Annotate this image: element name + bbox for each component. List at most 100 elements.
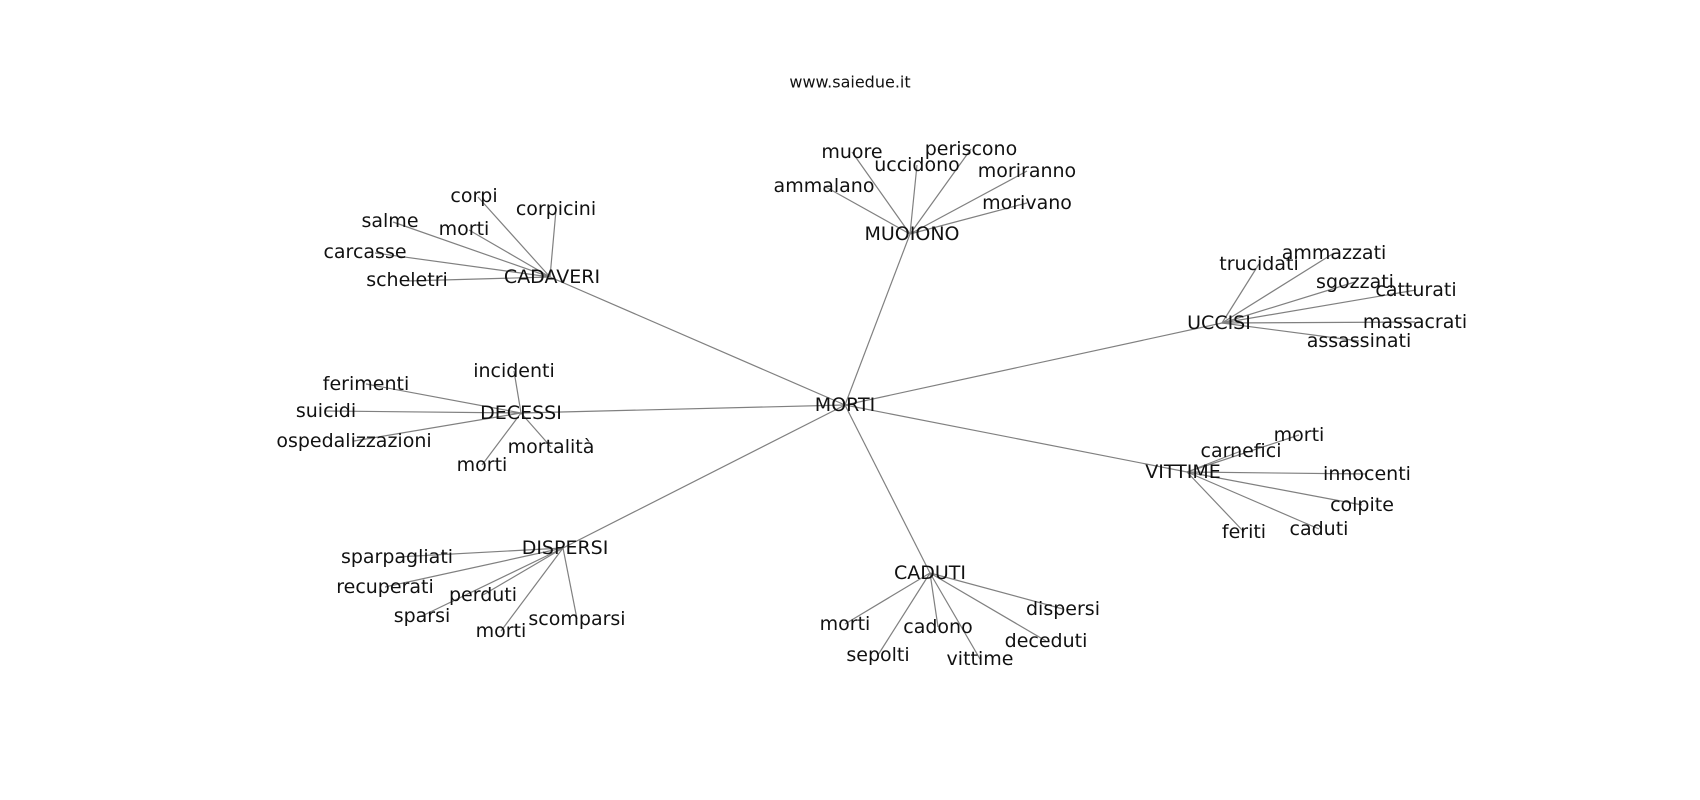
edge-cadaveri-scheletri <box>406 276 551 282</box>
edge-uccisi-sgozzati <box>1221 281 1356 324</box>
center-node-morti: MORTI <box>815 394 875 416</box>
leaf-node-dispersi-sparsi: sparsi <box>394 605 451 627</box>
leaf-node-cadaveri-salme: salme <box>361 210 418 232</box>
leaf-node-caduti-cadono: cadono <box>903 616 972 638</box>
edge-vittime-innocenti <box>1186 471 1368 475</box>
edge-center-cadaveri <box>549 276 846 406</box>
edge-dispersi-sparsi <box>421 547 564 617</box>
leaf-node-caduti-deceduti: deceduti <box>1005 630 1088 652</box>
edge-uccisi-assassinati <box>1221 322 1360 342</box>
edge-muoiono-muore <box>851 151 911 235</box>
leaf-node-caduti-morti: morti <box>820 613 871 635</box>
edge-cadaveri-morti <box>468 229 551 278</box>
edge-vittime-feriti <box>1186 471 1245 533</box>
leaf-node-cadaveri-scheletri: scheletri <box>366 269 448 291</box>
leaf-node-muoiono-uccidono: uccidono <box>874 154 960 176</box>
edge-muoiono-periscono <box>909 148 972 235</box>
edge-muoiono-uccidono <box>909 164 918 235</box>
edge-cadaveri-corpi <box>477 196 551 278</box>
leaf-node-vittime-feriti: feriti <box>1222 521 1266 543</box>
leaf-node-vittime-carnefici: carnefici <box>1201 440 1282 462</box>
edge-vittime-morti <box>1186 434 1300 473</box>
edge-decessi-morti <box>481 412 522 466</box>
edge-dispersi-scomparsi <box>562 547 578 620</box>
leaf-node-muoiono-periscono: periscono <box>925 138 1017 160</box>
edge-decessi-ospedalizzazioni <box>353 412 522 442</box>
edge-decessi-ferimenti <box>365 383 522 414</box>
edge-caduti-dispersi <box>929 572 1064 610</box>
edge-center-caduti <box>844 404 931 574</box>
edge-uccisi-massacrati <box>1221 321 1416 324</box>
edge-uccisi-ammazzati <box>1221 252 1335 324</box>
edge-caduti-vittime <box>929 572 981 660</box>
edge-vittime-caduti <box>1186 471 1320 530</box>
leaf-node-decessi-morti: morti <box>457 454 508 476</box>
hub-node-dispersi: DISPERSI <box>522 537 609 559</box>
leaf-node-cadaveri-corpi: corpi <box>450 185 497 207</box>
leaf-node-dispersi-recuperati: recuperati <box>336 576 434 598</box>
leaf-node-dispersi-perduti: perduti <box>449 584 517 606</box>
edge-decessi-mortalita <box>520 412 552 448</box>
edge-cadaveri-carcasse <box>374 252 551 278</box>
leaf-node-uccisi-assassinati: assassinati <box>1307 330 1412 352</box>
edge-caduti-morti <box>844 572 931 625</box>
edge-center-uccisi <box>844 322 1223 406</box>
edge-caduti-cadono <box>929 572 939 628</box>
leaf-node-cadaveri-corpicini: corpicini <box>516 198 596 220</box>
leaf-node-cadaveri-carcasse: carcasse <box>323 241 406 263</box>
edge-caduti-sepolti <box>877 572 931 656</box>
leaf-node-cadaveri-morti: morti <box>439 218 490 240</box>
leaf-node-dispersi-sparpagliati: sparpagliati <box>341 546 453 568</box>
edge-vittime-colpite <box>1186 471 1363 506</box>
edge-center-vittime <box>844 404 1188 473</box>
hub-node-decessi: DECESSI <box>480 402 562 424</box>
edge-uccisi-catturati <box>1221 289 1417 324</box>
hub-node-muoiono: MUOIONO <box>865 223 960 245</box>
hub-node-uccisi: UCCISI <box>1187 312 1251 334</box>
leaf-node-dispersi-morti: morti <box>476 620 527 642</box>
leaf-node-decessi-suicidi: suicidi <box>296 400 356 422</box>
edge-cadaveri-corpicini <box>549 209 557 278</box>
edge-vittime-carnefici <box>1186 450 1242 473</box>
leaf-node-uccisi-sgozzati: sgozzati <box>1316 271 1394 293</box>
leaf-node-muoiono-muore: muore <box>821 141 882 163</box>
leaf-node-decessi-ospedalizzazioni: ospedalizzazioni <box>276 430 431 452</box>
node-labels: CADAVERI corpi corpicini salme morti carcasse… <box>276 138 1467 670</box>
edge-caduti-deceduti <box>929 572 1047 642</box>
leaf-node-muoiono-ammalano: ammalano <box>774 175 875 197</box>
edges <box>325 148 1417 660</box>
edge-muoiono-moriranno <box>909 170 1028 235</box>
leaf-node-caduti-sepolti: sepolti <box>846 644 909 666</box>
leaf-node-muoiono-moriranno: moriranno <box>978 160 1076 182</box>
leaf-node-decessi-incidenti: incidenti <box>473 360 555 382</box>
leaf-node-uccisi-massacrati: massacrati <box>1363 311 1467 333</box>
edge-center-decessi <box>520 404 846 414</box>
edge-cadaveri-salme <box>392 221 551 278</box>
leaf-node-decessi-mortalita: mortalità <box>508 436 595 458</box>
leaf-node-uccisi-catturati: catturati <box>1375 279 1456 301</box>
leaf-node-uccisi-trucidati: trucidati <box>1219 253 1298 275</box>
watermark: www.saiedue.it <box>789 73 910 92</box>
edge-dispersi-morti <box>500 547 564 632</box>
leaf-node-caduti-dispersi: dispersi <box>1026 598 1100 620</box>
edge-center-muoiono <box>844 233 911 406</box>
edge-center-dispersi <box>562 404 846 549</box>
leaf-node-vittime-innocenti: innocenti <box>1323 463 1411 485</box>
edge-dispersi-perduti <box>482 547 564 596</box>
edge-decessi-incidenti <box>513 370 522 414</box>
edge-uccisi-trucidati <box>1221 263 1260 324</box>
edge-dispersi-recuperati <box>384 547 564 588</box>
edge-decessi-suicidi <box>325 410 522 414</box>
hub-node-vittime: VITTIME <box>1145 461 1220 483</box>
leaf-node-muoiono-morivano: morivano <box>982 192 1072 214</box>
edge-muoiono-ammalano <box>823 185 911 235</box>
hub-node-cadaveri: CADAVERI <box>504 266 600 288</box>
leaf-node-dispersi-scomparsi: scomparsi <box>528 608 625 630</box>
leaf-node-vittime-morti: morti <box>1274 424 1325 446</box>
leaf-node-caduti-vittime: vittime <box>947 648 1014 670</box>
hub-node-caduti: CADUTI <box>894 562 966 584</box>
leaf-node-vittime-caduti: caduti <box>1290 518 1349 540</box>
leaf-node-decessi-ferimenti: ferimenti <box>323 373 409 395</box>
edge-muoiono-morivano <box>909 202 1028 235</box>
